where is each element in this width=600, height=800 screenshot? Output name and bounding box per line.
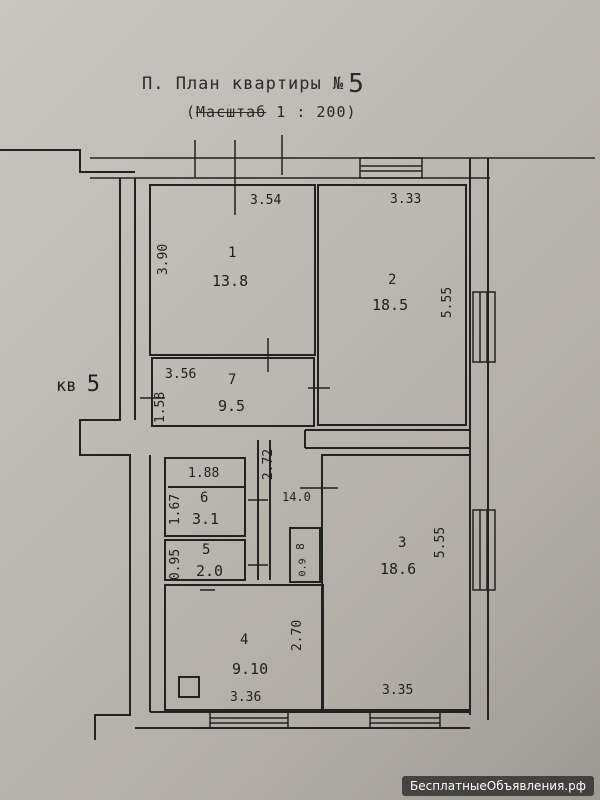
room-7-number: 7 <box>228 372 237 388</box>
room4-height-dim: 2.70 <box>290 619 306 652</box>
room-2-number: 2 <box>388 272 397 288</box>
room2-width-dim: 3.33 <box>390 192 422 207</box>
room-1-area: 13.8 <box>212 272 249 290</box>
room5-height-dim: 0.95 <box>168 548 184 581</box>
room-8-number: 8 <box>293 543 307 550</box>
room1-width-dim: 3.54 <box>250 193 282 208</box>
room-6-area: 3.1 <box>192 510 220 528</box>
corridor-width-dim: 2.72 <box>261 448 277 481</box>
room3-height-dim: 5.55 <box>433 526 449 559</box>
room7-height-dim: 1.58 <box>153 391 169 424</box>
apartment-number: 5 <box>348 69 365 99</box>
corridor-area: 14.0 <box>282 490 311 504</box>
room-3-area: 18.6 <box>380 560 417 578</box>
room-6-number: 6 <box>200 490 209 506</box>
flat-marker: кв 5 <box>56 372 100 397</box>
room-8-area: 0.9 <box>297 558 309 577</box>
room-7-area: 9.5 <box>218 397 246 415</box>
room-2-area: 18.5 <box>372 296 409 314</box>
ventilation-square <box>178 676 200 698</box>
plan-scale: (Масштаб 1 : 200) <box>186 103 357 121</box>
room4-width-dim: 3.36 <box>230 690 262 705</box>
room-4-area: 9.10 <box>232 660 269 678</box>
room3-width-dim: 3.35 <box>382 683 414 698</box>
room2-height-dim: 5.55 <box>440 286 456 319</box>
site-watermark: БесплатныеОбъявления.рф <box>402 776 594 796</box>
room-4-number: 4 <box>240 632 249 648</box>
room6-width-dim: 1.88 <box>188 466 220 481</box>
room6-height-dim: 1.67 <box>168 493 184 526</box>
room1-height-dim: 3.90 <box>156 243 172 276</box>
room-3-number: 3 <box>398 535 407 551</box>
room7-width-dim: 3.56 <box>165 367 197 382</box>
room-5-number: 5 <box>202 542 211 558</box>
room-5-area: 2.0 <box>196 562 224 580</box>
room-1-number: 1 <box>228 245 237 261</box>
